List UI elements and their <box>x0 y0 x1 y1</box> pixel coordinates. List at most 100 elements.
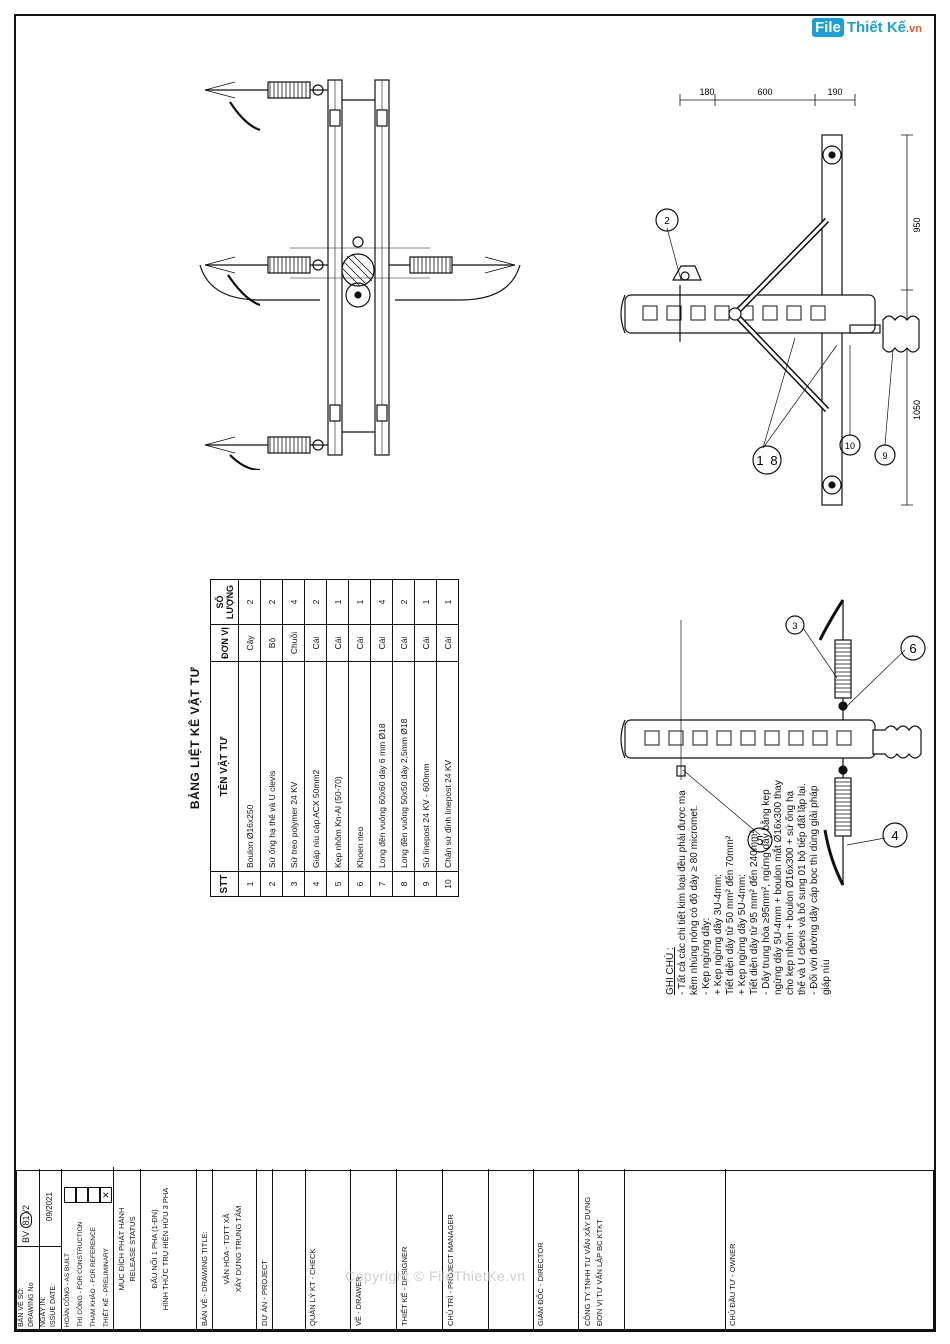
note-line: - Dây trung hòa ≥95mm², ngừng dây bằng k… <box>761 789 772 995</box>
cell-stt: 7 <box>370 871 393 897</box>
drawing-sheet-border <box>14 14 936 1332</box>
callout-3: 3 <box>792 621 797 631</box>
release-status-vi: MỤC ĐÍCH PHÁT HÀNH <box>117 1207 126 1291</box>
note-line: thế và U clevis và bổ sung 01 bộ tiếp đấ… <box>797 783 808 995</box>
cell-qty: 4 <box>370 579 393 625</box>
dim-600: 600 <box>757 87 772 97</box>
cell-qty: 2 <box>392 579 415 625</box>
drawer-label: VẼ - DRAWER <box>351 1169 397 1329</box>
cell-name: Khoen neo <box>348 661 371 872</box>
checkbox-preliminary-checked[interactable]: ✕ <box>100 1187 112 1203</box>
crossarm-plan-view <box>199 79 521 470</box>
cell-stt: 2 <box>260 871 283 897</box>
cell-unit: Cái <box>392 624 415 662</box>
drawing-no-sheet: 2 <box>21 1204 31 1210</box>
dim-1050: 1050 <box>912 400 922 420</box>
cell-stt: 4 <box>304 871 327 897</box>
col-unit: ĐƠN VỊ <box>210 624 239 662</box>
note-line: ngừng dây 5U-4mm + boulon mắt Ø16x300 th… <box>773 780 784 995</box>
col-stt: STT <box>210 871 239 897</box>
checker-label: QUẢN LÝ KT - CHECK <box>305 1169 351 1329</box>
cell-name: Boulon Ø16x250 <box>238 661 261 872</box>
dim-190: 190 <box>827 87 842 97</box>
issue-label-vi: NGÀY IN: <box>40 1296 47 1327</box>
project-line-1: XÂY DỰNG TRUNG TÂM <box>234 1205 243 1293</box>
cell-unit: Cái <box>370 624 393 662</box>
cell-qty: 4 <box>282 579 305 625</box>
cell-stt: 10 <box>436 871 459 897</box>
copyright-watermark: Copyright © FileThietKe.vn <box>345 1268 526 1284</box>
cell-qty: 2 <box>238 579 261 625</box>
cell-stt: 5 <box>326 871 349 897</box>
cell-unit: Chuỗi <box>282 624 305 662</box>
drawing-no-number: 81 <box>20 1212 32 1229</box>
table-title: BẢNG LIỆT KÊ VẬT TƯ <box>188 666 202 810</box>
cell-name: Sứ treo polymer 24 KV <box>282 661 305 872</box>
issue-date: 09/2021 <box>45 1192 54 1221</box>
cell-unit: Cây <box>238 624 261 662</box>
drawing-no-prefix: BV <box>21 1230 31 1243</box>
cell-name: Giáp níu cáp ACX 50mm2 <box>304 661 327 872</box>
consultant-label: ĐƠN VỊ TƯ VẤN LẬP BC KTKT <box>595 1219 604 1326</box>
issue-label-en: ISSUE DATE: <box>50 1283 57 1327</box>
callout-10: 10 <box>845 441 855 451</box>
project-line-2: VĂN HÓA - TDTT XÃ <box>222 1213 231 1285</box>
col-qty: SỐ LƯỢNG <box>210 579 239 625</box>
checkbox-as-built[interactable] <box>64 1187 76 1203</box>
logo-mark: File <box>812 18 844 37</box>
pm-label: CHỦ TRÌ - PROJECT MANAGER <box>443 1169 489 1329</box>
note-line: - Đối với đường dây cáp bọc thì dùng giả… <box>809 785 820 995</box>
general-notes: GHI CHÚ :- Tất cả các chi tiết kim loại … <box>665 780 845 995</box>
notes-heading: GHI CHÚ : <box>665 947 676 995</box>
logo-suffix: .vn <box>906 23 922 35</box>
cell-name: Sứ linepost 24 KV - 600mm <box>414 661 437 872</box>
cell-qty: 1 <box>348 579 371 625</box>
pole-elevation-view: 180 600 190 950 1050 2 1 8 10 9 <box>620 87 922 506</box>
drawing-title-label: BẢN VẼ - DRAWING TITLE: <box>197 1169 213 1329</box>
note-line: - Kẹp ngừng dây: <box>701 917 712 995</box>
cell-name: Long đền vuông 60x60 dày 6 mm Ø18 <box>370 661 393 872</box>
drawing-no-label-en: DRAWING No <box>28 1282 35 1327</box>
note-line: + Kẹp ngừng dây 3U-4mm: <box>713 874 724 995</box>
project-label: DỰ ÁN - PROJECT <box>257 1169 273 1329</box>
cell-unit: Cái <box>414 624 437 662</box>
note-line: Tiết diện dây từ 50 mm² đến 70mm² <box>725 835 736 995</box>
cell-unit: Cái <box>348 624 371 662</box>
cell-unit: Cái <box>304 624 327 662</box>
logo-name: Thiết Kế <box>846 19 907 36</box>
dim-180: 180 <box>699 87 714 97</box>
callout-8: 8 <box>770 453 777 468</box>
checkbox-for-reference[interactable] <box>88 1187 100 1203</box>
release-status-en: RELEASE STATUS <box>128 1216 137 1282</box>
material-table-rotated: BẢNG LIỆT KÊ VẬT TƯ STT TÊN VẬT TƯ ĐƠN V… <box>188 579 465 897</box>
title-block: BẢN VẼ SỐ: DRAWING No BV 81/2 NGÀY IN: I… <box>16 1167 934 1330</box>
callout-9: 9 <box>882 451 887 461</box>
cell-qty: 1 <box>326 579 349 625</box>
cell-unit: Cái <box>436 624 459 662</box>
col-name: TÊN VẬT TƯ <box>210 661 239 872</box>
dim-950: 950 <box>912 217 922 232</box>
checkbox-for-construction[interactable] <box>76 1187 88 1203</box>
drawing-title-line-2: ĐẤU NỐI 1 PHA (1-ĐN) <box>150 1209 159 1289</box>
cell-name: Chân sứ đỉnh linepost 24 KV <box>436 661 459 872</box>
note-line: Tiết diện dây từ 95 mm² đến 240mm² <box>749 830 760 995</box>
note-line: kẽm nhúng nóng có độ dày ≥ 80 micromet. <box>689 805 700 995</box>
cell-qty: 1 <box>436 579 459 625</box>
cell-unit: Bộ <box>260 624 283 662</box>
dead-end-side-view: 3 6 5 4 <box>620 599 926 886</box>
designer-label: THIẾT KẾ - DESIGNER <box>397 1169 443 1329</box>
callout-4: 4 <box>891 828 898 843</box>
owner-label: CHỦ ĐẦU TƯ - OWNER <box>728 1243 737 1326</box>
callout-5: 5 <box>756 833 763 848</box>
director-label: GIÁM ĐỐC - DIRECTOR <box>533 1169 579 1329</box>
note-line: - Tất cả các chi tiết kim loại đều phải … <box>677 790 688 995</box>
